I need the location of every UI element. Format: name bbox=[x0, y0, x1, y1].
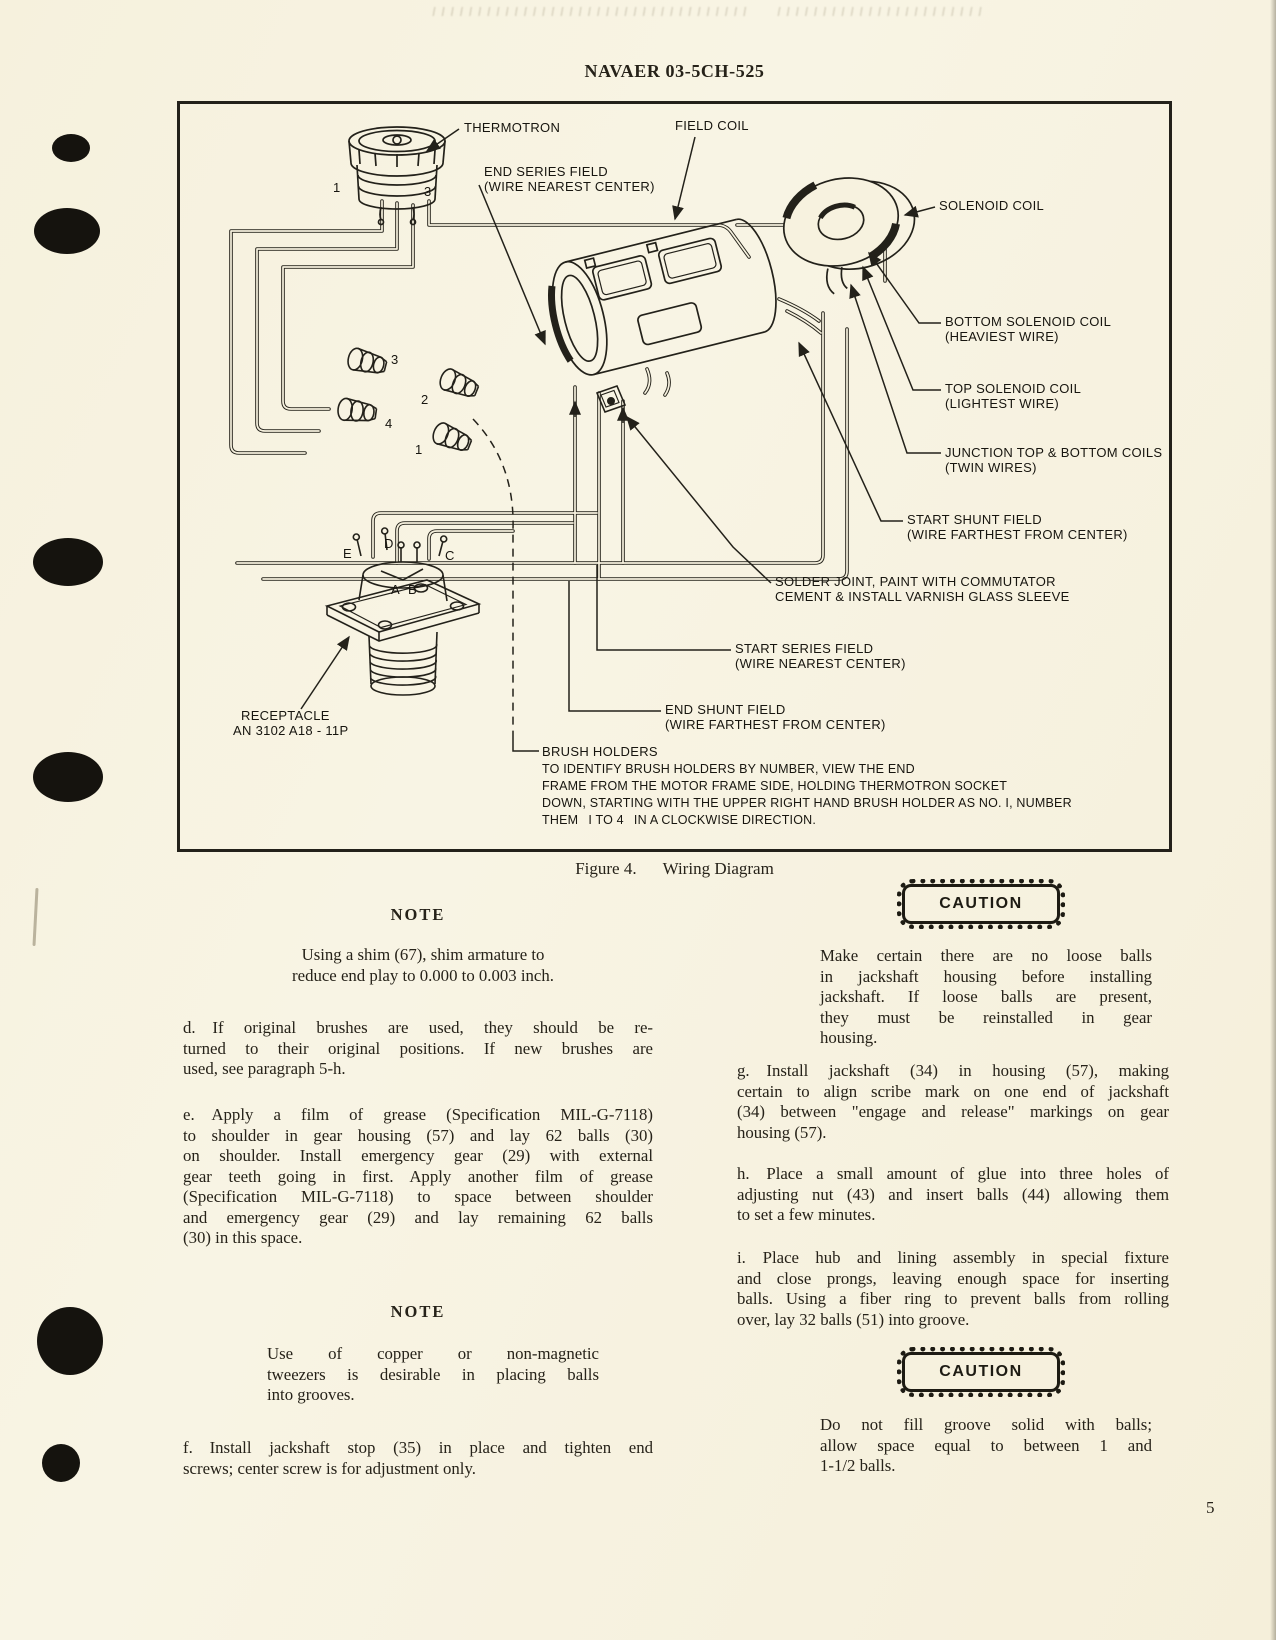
callout-brush-1: 1 bbox=[415, 442, 423, 457]
figure-box: THERMOTRON FIELD COIL END SERIES FIELD (… bbox=[177, 101, 1172, 852]
receptacle-connector bbox=[324, 527, 482, 696]
solder-joint-component bbox=[595, 384, 627, 414]
motor-field-coil bbox=[548, 218, 777, 376]
binder-hole-dot bbox=[42, 1444, 80, 1482]
hidden-wire-dashed bbox=[472, 418, 514, 737]
caution-label: CAUTION bbox=[939, 1363, 1023, 1380]
scan-edge-shadow bbox=[1270, 0, 1276, 1640]
brush-holders-note: TO IDENTIFY BRUSH HOLDERS BY NUMBER, VIE… bbox=[542, 762, 1072, 827]
figure-caption-title: Wiring Diagram bbox=[662, 859, 774, 878]
callout-brush-2: 2 bbox=[421, 392, 429, 407]
label-brush-holders: BRUSH HOLDERS bbox=[542, 744, 658, 759]
label-bottom-solenoid-coil: BOTTOM SOLENOID COIL (HEAVIEST WIRE) bbox=[945, 314, 1112, 344]
callout-brush-4: 4 bbox=[385, 416, 393, 431]
wiring-diagram-drawing bbox=[177, 101, 1172, 852]
figure-caption: Figure 4. Wiring Diagram bbox=[177, 858, 1172, 880]
pin-letter-d: D bbox=[384, 536, 394, 551]
label-start-shunt-field: START SHUNT FIELD (WIRE FARTHEST FROM CE… bbox=[907, 512, 1128, 542]
callout-socket-1: 1 bbox=[333, 180, 341, 195]
label-end-shunt-field: END SHUNT FIELD (WIRE FARTHEST FROM CENT… bbox=[665, 702, 886, 732]
pen-scratch bbox=[32, 887, 39, 947]
note-heading: NOTE bbox=[390, 1302, 446, 1321]
caution-body: Do not fill groove solid with balls;allo… bbox=[820, 1415, 1152, 1475]
paragraph-d: d. If original brushes are used, they sh… bbox=[183, 1018, 653, 1078]
callout-brush-3: 3 bbox=[391, 352, 399, 367]
paragraph-i: i. Place hub and lining assembly in spec… bbox=[737, 1248, 1169, 1329]
label-receptacle: RECEPTACLE AN 3102 A18 - 11P bbox=[233, 708, 349, 738]
pencil-scribble bbox=[430, 7, 750, 16]
label-solder-joint: SOLDER JOINT, PAINT WITH COMMUTATOR CEME… bbox=[775, 574, 1070, 604]
note-heading: NOTE bbox=[390, 905, 446, 924]
paragraph-g: g. Install jackshaft (34) in housing (57… bbox=[737, 1061, 1169, 1142]
pin-letter-b: B bbox=[408, 582, 417, 597]
figure-caption-label: Figure 4. bbox=[575, 859, 637, 878]
label-field-coil: FIELD COIL bbox=[675, 118, 749, 133]
binder-hole-dot bbox=[33, 752, 103, 802]
callout-socket-3: 3 bbox=[424, 184, 432, 199]
brush-holder-cluster bbox=[335, 345, 482, 457]
caution-box: CAUTION bbox=[897, 879, 1065, 929]
leader-lines bbox=[300, 128, 941, 712]
paragraph-h: h. Place a small amount of glue into thr… bbox=[737, 1164, 1169, 1224]
label-junction-coils: JUNCTION TOP & BOTTOM COILS (TWIN WIRES) bbox=[945, 445, 1163, 475]
label-solenoid-coil: SOLENOID COIL bbox=[939, 198, 1045, 213]
pencil-scribble bbox=[775, 7, 985, 16]
thermotron-socket bbox=[348, 126, 446, 226]
binder-hole-dot bbox=[34, 208, 100, 254]
label-start-series-field: START SERIES FIELD (WIRE NEAREST CENTER) bbox=[735, 641, 906, 671]
pin-letter-e: E bbox=[343, 546, 352, 561]
pin-letter-c: C bbox=[445, 548, 455, 563]
binder-hole-dot bbox=[37, 1307, 103, 1375]
label-top-solenoid-coil: TOP SOLENOID COIL (LIGHTEST WIRE) bbox=[945, 381, 1082, 411]
paragraph-f: f. Install jackshaft stop (35) in place … bbox=[183, 1438, 653, 1478]
binder-hole-dot bbox=[33, 538, 103, 586]
doc-number-header: NAVAER 03-5CH-525 bbox=[584, 61, 765, 81]
binder-hole-dot bbox=[52, 134, 90, 162]
page-number: 5 bbox=[1206, 1498, 1215, 1517]
label-end-series-field: END SERIES FIELD (WIRE NEAREST CENTER) bbox=[484, 164, 655, 194]
caution-box: CAUTION bbox=[897, 1347, 1065, 1397]
solenoid-coil-torus bbox=[782, 177, 916, 295]
paragraph-e: e. Apply a film of grease (Specification… bbox=[183, 1105, 653, 1247]
caution-label: CAUTION bbox=[939, 895, 1023, 912]
figure-border bbox=[177, 101, 1172, 852]
pin-letter-a: A bbox=[391, 582, 400, 597]
label-thermotron: THERMOTRON bbox=[464, 120, 561, 135]
